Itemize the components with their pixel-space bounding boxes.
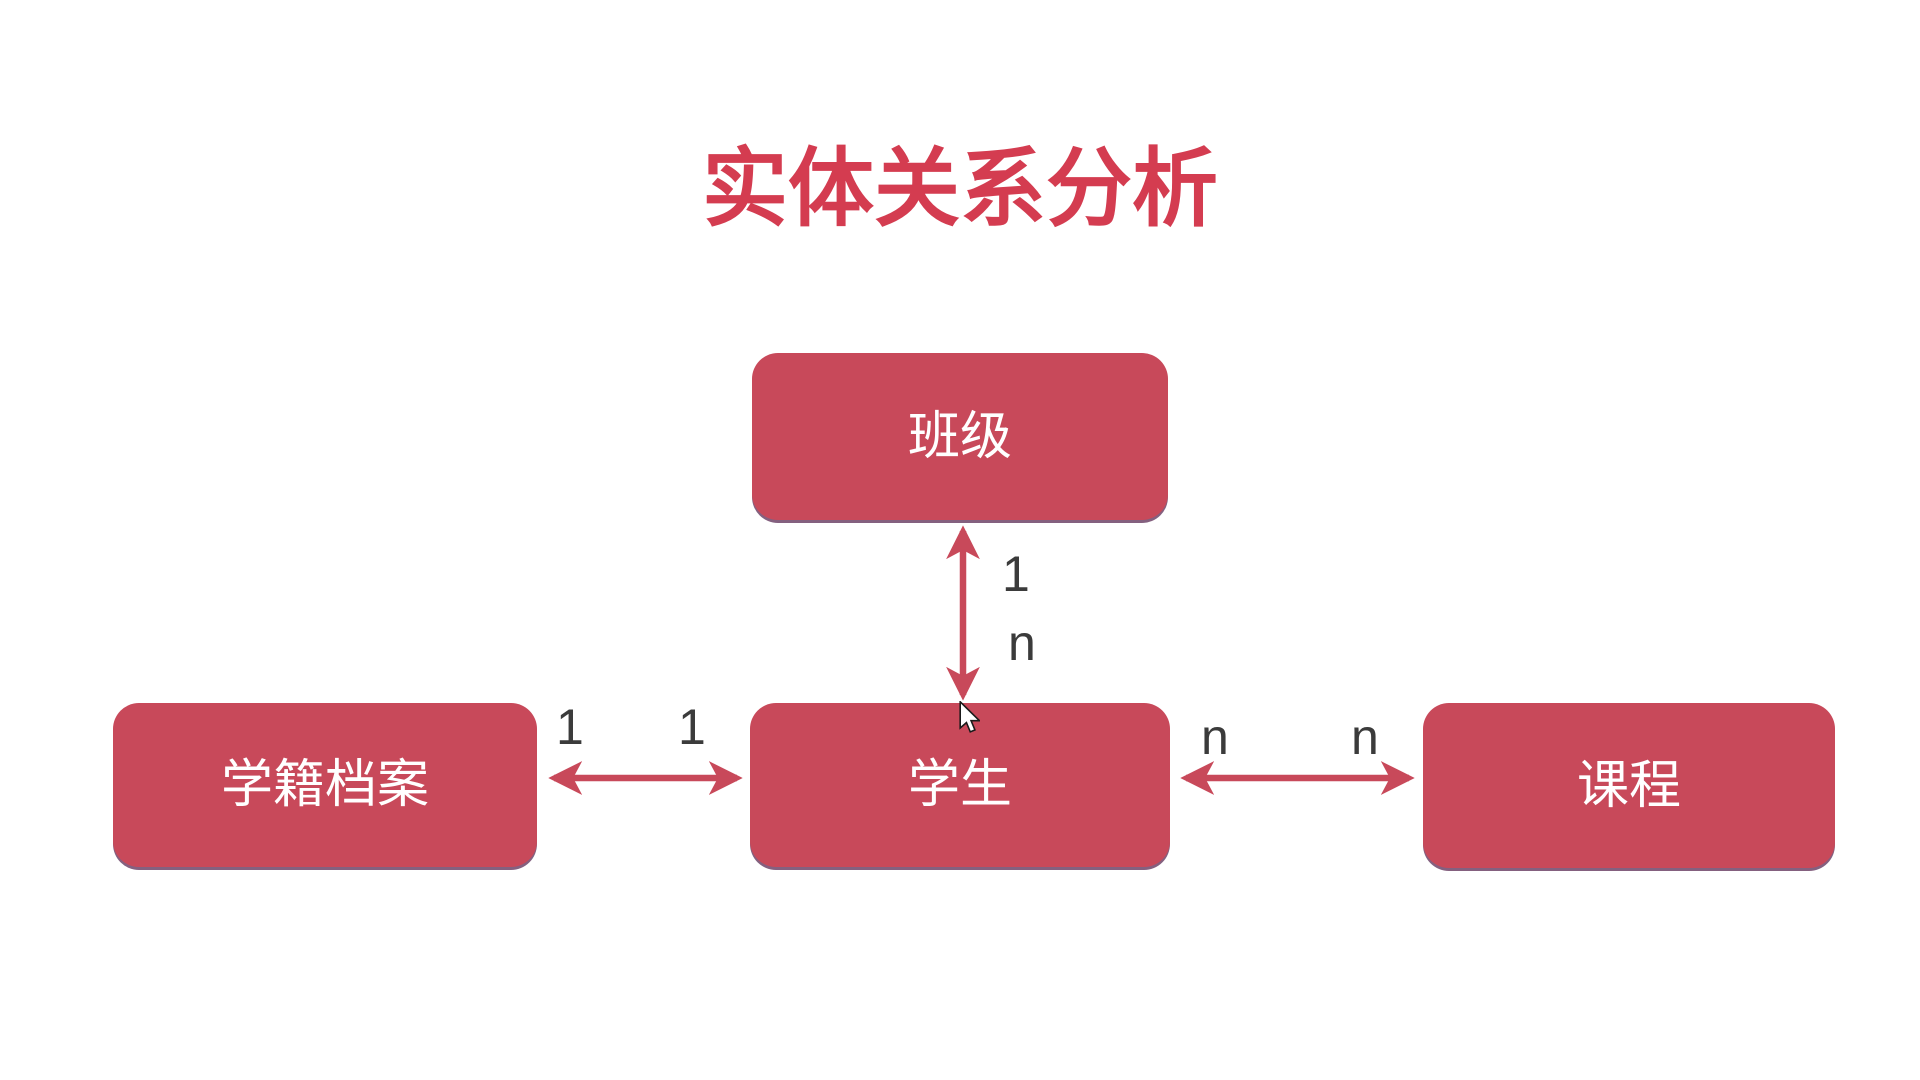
cardinality-student-side-left: 1: [678, 699, 706, 755]
cardinality-student-side-right: n: [1201, 709, 1229, 765]
entity-box-class: 班级: [752, 353, 1168, 520]
cardinality-course-side: n: [1351, 709, 1379, 765]
cardinality-student-side-vertical: n: [1008, 615, 1036, 671]
cardinality-record-side: 1: [556, 699, 584, 755]
entity-label-class: 班级: [907, 407, 1012, 466]
mouse-cursor-icon: [959, 701, 980, 733]
slide-title: 实体关系分析: [702, 141, 1218, 237]
entity-box-course: 课程: [1423, 703, 1835, 868]
cardinality-class-side: 1: [1002, 546, 1030, 602]
entity-box-student-record: 学籍档案: [113, 703, 537, 867]
entity-label-student-record: 学籍档案: [220, 756, 429, 814]
entity-label-student: 学生: [907, 756, 1012, 814]
entity-box-student: 学生: [750, 703, 1170, 867]
entity-label-course: 课程: [1576, 756, 1681, 815]
